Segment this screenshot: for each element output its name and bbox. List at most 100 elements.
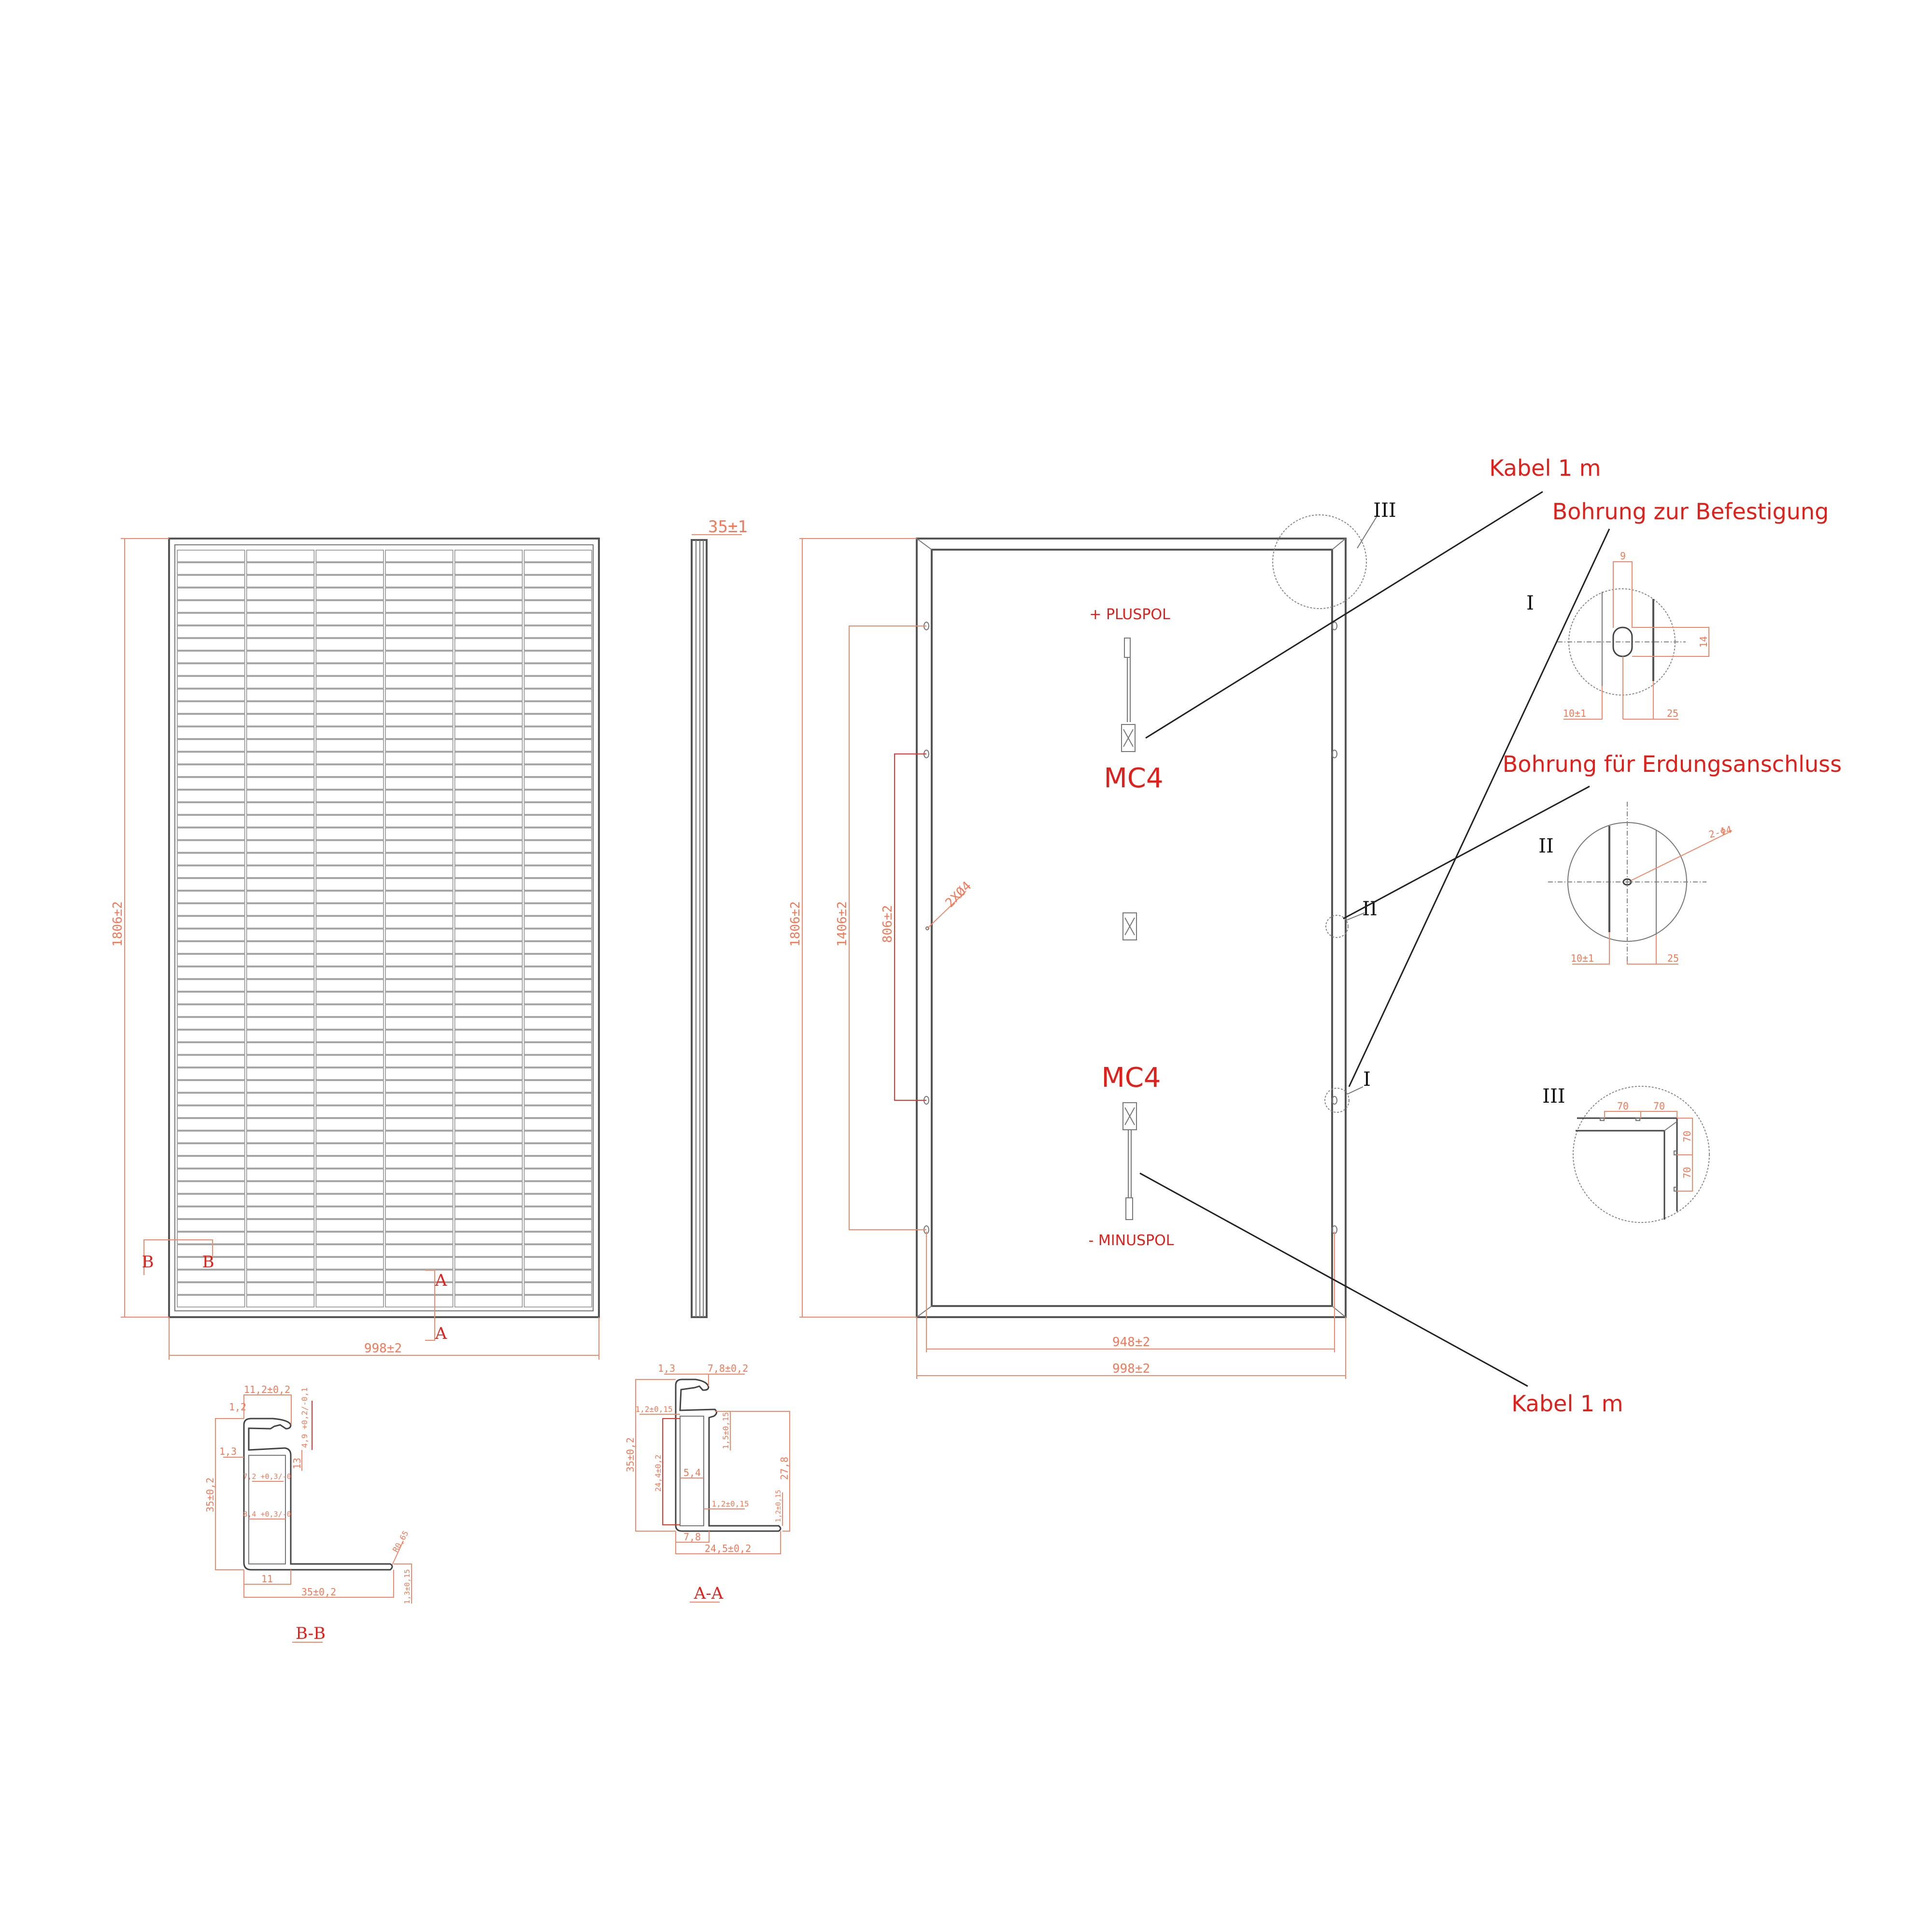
detail-iii-h1: 70 bbox=[1617, 1100, 1629, 1112]
solar-cell bbox=[524, 1282, 592, 1295]
solar-cell bbox=[177, 1295, 245, 1307]
solar-cell bbox=[246, 802, 315, 815]
solar-cell bbox=[454, 739, 523, 752]
solar-cell bbox=[315, 600, 384, 613]
inner-width-dim: 948±2 bbox=[1112, 1335, 1150, 1350]
solar-cell bbox=[177, 1118, 245, 1131]
solar-cell bbox=[246, 1029, 315, 1042]
solar-cell bbox=[177, 1131, 245, 1143]
solar-cell bbox=[177, 688, 245, 701]
solar-cell bbox=[177, 651, 245, 664]
solar-cell bbox=[315, 840, 384, 853]
solar-cell bbox=[177, 866, 245, 878]
solar-cell bbox=[315, 1067, 384, 1080]
solar-cell bbox=[177, 992, 245, 1005]
front-width-dim: 998±2 bbox=[364, 1341, 402, 1356]
front-view: 1806±2 998±2 B B A A bbox=[111, 538, 600, 1360]
front-height-dim: 1806±2 bbox=[111, 901, 125, 947]
aa-web-thk: 1,5±0,15 bbox=[721, 1412, 730, 1449]
solar-cell bbox=[246, 701, 315, 714]
solar-cell bbox=[524, 739, 592, 752]
solar-cell bbox=[385, 752, 454, 765]
solar-cell bbox=[246, 777, 315, 790]
solar-cell bbox=[246, 1131, 315, 1143]
solar-cell bbox=[385, 625, 454, 638]
solar-cell bbox=[524, 777, 592, 790]
solar-cell bbox=[177, 1257, 245, 1270]
solar-cell bbox=[177, 815, 245, 828]
solar-cell bbox=[315, 916, 384, 929]
dim-line bbox=[394, 1563, 412, 1604]
solar-cell bbox=[315, 891, 384, 903]
solar-cell bbox=[385, 1029, 454, 1042]
dim-line bbox=[1623, 681, 1678, 720]
solar-cell bbox=[315, 1282, 384, 1295]
solar-cell bbox=[454, 726, 523, 739]
bb-radius: R0,65 bbox=[391, 1529, 411, 1554]
solar-cell bbox=[246, 1093, 315, 1106]
solar-cell bbox=[246, 764, 315, 777]
solar-cell bbox=[315, 1118, 384, 1131]
detail-ii-marker-circle bbox=[1325, 915, 1349, 938]
solar-cell bbox=[246, 1055, 315, 1067]
solar-cell bbox=[177, 587, 245, 600]
solar-cell bbox=[385, 966, 454, 979]
solar-cell bbox=[524, 1042, 592, 1055]
solar-cell bbox=[177, 966, 245, 979]
solar-cell bbox=[246, 676, 315, 689]
hole-icon bbox=[1332, 622, 1337, 630]
solar-cell bbox=[454, 638, 523, 651]
solar-cell bbox=[454, 1105, 523, 1118]
solar-cell bbox=[177, 790, 245, 802]
solar-cell bbox=[315, 1181, 384, 1194]
solar-cell bbox=[385, 802, 454, 815]
hole-spacing-outer-dim: 1406±2 bbox=[835, 901, 850, 947]
section-aa: 1,3 7,8±0,2 1,2±0,15 35±0,2 24,4±0,2 1,5… bbox=[625, 1363, 790, 1603]
solar-cell bbox=[524, 701, 592, 714]
bb-lip-width: 11,2±0,2 bbox=[244, 1384, 290, 1395]
leader-line bbox=[927, 891, 966, 929]
solar-cell bbox=[315, 1244, 384, 1257]
solar-cell bbox=[177, 663, 245, 676]
solar-cell bbox=[177, 1269, 245, 1282]
solar-cell bbox=[246, 1207, 315, 1219]
solar-cell bbox=[385, 739, 454, 752]
solar-cell bbox=[524, 992, 592, 1005]
solar-cell bbox=[246, 1232, 315, 1245]
marker-iii: III bbox=[1373, 499, 1396, 522]
solar-cell bbox=[524, 625, 592, 638]
solar-cell bbox=[246, 1193, 315, 1207]
solar-cell bbox=[246, 827, 315, 840]
solar-cell bbox=[454, 979, 523, 992]
solar-cell bbox=[246, 613, 315, 625]
side-view: 35±1 bbox=[691, 517, 748, 1318]
solar-cell bbox=[177, 613, 245, 625]
solar-cell bbox=[524, 1168, 592, 1181]
solar-cell bbox=[177, 1207, 245, 1219]
solar-cell bbox=[524, 676, 592, 689]
marker-i: I bbox=[1363, 1068, 1371, 1091]
solar-cell bbox=[524, 878, 592, 891]
solar-cell bbox=[454, 701, 523, 714]
solar-cell bbox=[385, 777, 454, 790]
solar-cell bbox=[385, 714, 454, 726]
detail-circle bbox=[1573, 1086, 1710, 1223]
solar-cell bbox=[177, 726, 245, 739]
solar-cell bbox=[246, 739, 315, 752]
solar-cell bbox=[177, 878, 245, 891]
solar-cell bbox=[454, 941, 523, 954]
callout-mounting-hole: Bohrung zur Befestigung bbox=[1552, 498, 1829, 525]
solar-cell bbox=[454, 1257, 523, 1270]
solar-cell bbox=[246, 1156, 315, 1169]
solar-cell bbox=[454, 840, 523, 853]
solar-cell bbox=[315, 752, 384, 765]
solar-cell bbox=[454, 752, 523, 765]
back-view: 1806±2 1406±2 806±2 2XØ4 948±2 998±2 + P… bbox=[788, 499, 1396, 1379]
leader-line bbox=[1631, 830, 1733, 881]
dim-line bbox=[675, 1531, 710, 1543]
solar-cell bbox=[315, 663, 384, 676]
solar-cell bbox=[524, 587, 592, 600]
solar-cell bbox=[177, 954, 245, 966]
drain-hole-icon bbox=[1600, 1118, 1605, 1121]
solar-cell bbox=[177, 1282, 245, 1295]
